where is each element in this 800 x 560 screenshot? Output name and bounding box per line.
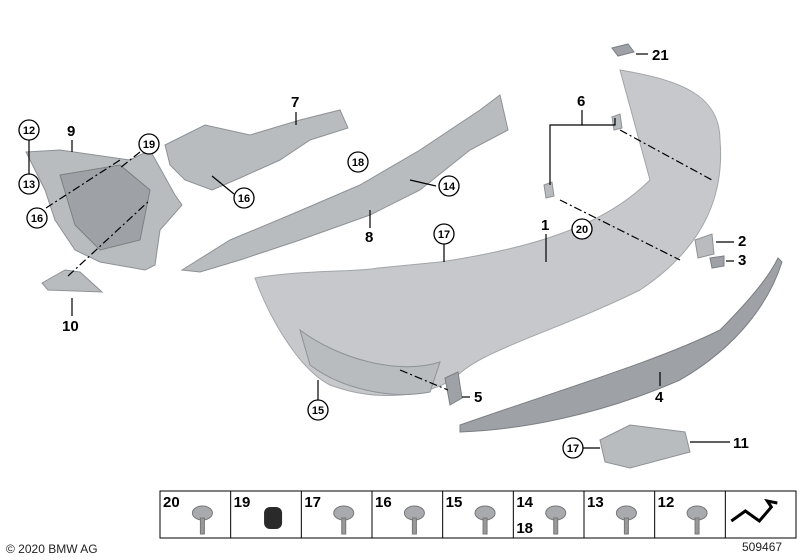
callouts-circled: 12 13 19 16 16 18 14 17 20 15 17 [18,119,593,459]
part-5-reflector[interactable] [444,371,463,406]
part-8-carrier[interactable] [180,94,509,273]
cell-label-2: 18 [516,520,533,537]
parts-table: 20 19 17 16 15 14 18 13 12 [159,490,797,539]
parts-cell-16[interactable]: 16 [371,491,425,538]
expanding-rivet-icon [545,505,567,535]
clip-nut-icon [686,505,708,535]
callout-8: 8 [365,229,373,246]
callout-7: 7 [291,94,299,111]
part-11-tailpipe-trim[interactable] [599,424,691,469]
callout-2: 2 [738,233,746,250]
part-6-bracket-2[interactable] [611,113,623,131]
parts-cell-17[interactable]: 17 [300,491,355,538]
part-4-diffuser[interactable] [459,257,783,433]
callout-4: 4 [655,389,664,406]
callout-12: 12 [23,125,35,137]
parts-cell-14[interactable]: 14 18 [512,491,567,538]
hex-bolt-icon [333,505,355,535]
cell-label: 14 [516,494,533,511]
screw-washer-icon [474,505,496,535]
part-7-bracket[interactable] [164,109,349,191]
parts-cell-arrow[interactable] [724,491,778,538]
parts-cell-13[interactable]: 13 [583,491,637,538]
cell-label: 13 [587,494,604,511]
hex-nut-washer-icon [403,505,425,535]
parts-cell-15[interactable]: 15 [442,491,496,538]
callout-1: 1 [541,217,549,234]
callout-5: 5 [474,389,482,406]
cell-label: 17 [304,494,321,511]
part-3-clip[interactable] [709,255,725,269]
callout-16: 16 [31,213,43,225]
parts-cell-12[interactable]: 12 [654,491,708,538]
callout-13: 13 [23,179,35,191]
torx-screw-icon [615,505,637,535]
callout-21: 21 [652,47,669,64]
callouts-plain: 21 7 6 9 1 8 2 3 10 5 4 11 [62,47,749,452]
callout-15: 15 [312,405,324,417]
callout-9: 9 [67,123,75,140]
callout-19: 19 [143,139,155,151]
part-1-bumper[interactable] [254,69,722,396]
parts-cell-19[interactable]: 19 [230,491,283,538]
callout-20: 20 [576,224,588,236]
callout-10: 10 [62,318,79,335]
part-21-clip[interactable] [611,43,635,57]
diagram-number: 509467 [742,540,782,554]
copyright: © 2020 BMW AG [6,542,98,556]
part-10-cover[interactable] [41,269,104,293]
cell-label: 20 [163,494,180,511]
callout-16: 16 [238,193,250,205]
cell-label: 12 [658,494,675,511]
callout-14: 14 [443,181,456,193]
callout-17: 17 [567,443,579,455]
part-6-bracket[interactable] [543,181,555,199]
cell-label: 15 [446,494,463,511]
callout-3: 3 [738,252,746,269]
callout-6: 6 [577,93,585,110]
callout-11: 11 [733,435,749,452]
rubber-grommet-icon [264,507,283,529]
part-1-shadow [299,328,441,395]
direction-arrow-icon [730,498,778,524]
parts-cell-20[interactable]: 20 [163,494,213,535]
cable-clip-icon [191,505,213,535]
part-2-cover[interactable] [694,233,715,259]
part-9-detail [59,164,151,251]
callout-17: 17 [438,229,450,241]
cell-label: 19 [234,494,251,511]
cell-label: 16 [375,494,392,511]
leader-lines [28,53,734,449]
callout-18: 18 [352,157,364,169]
